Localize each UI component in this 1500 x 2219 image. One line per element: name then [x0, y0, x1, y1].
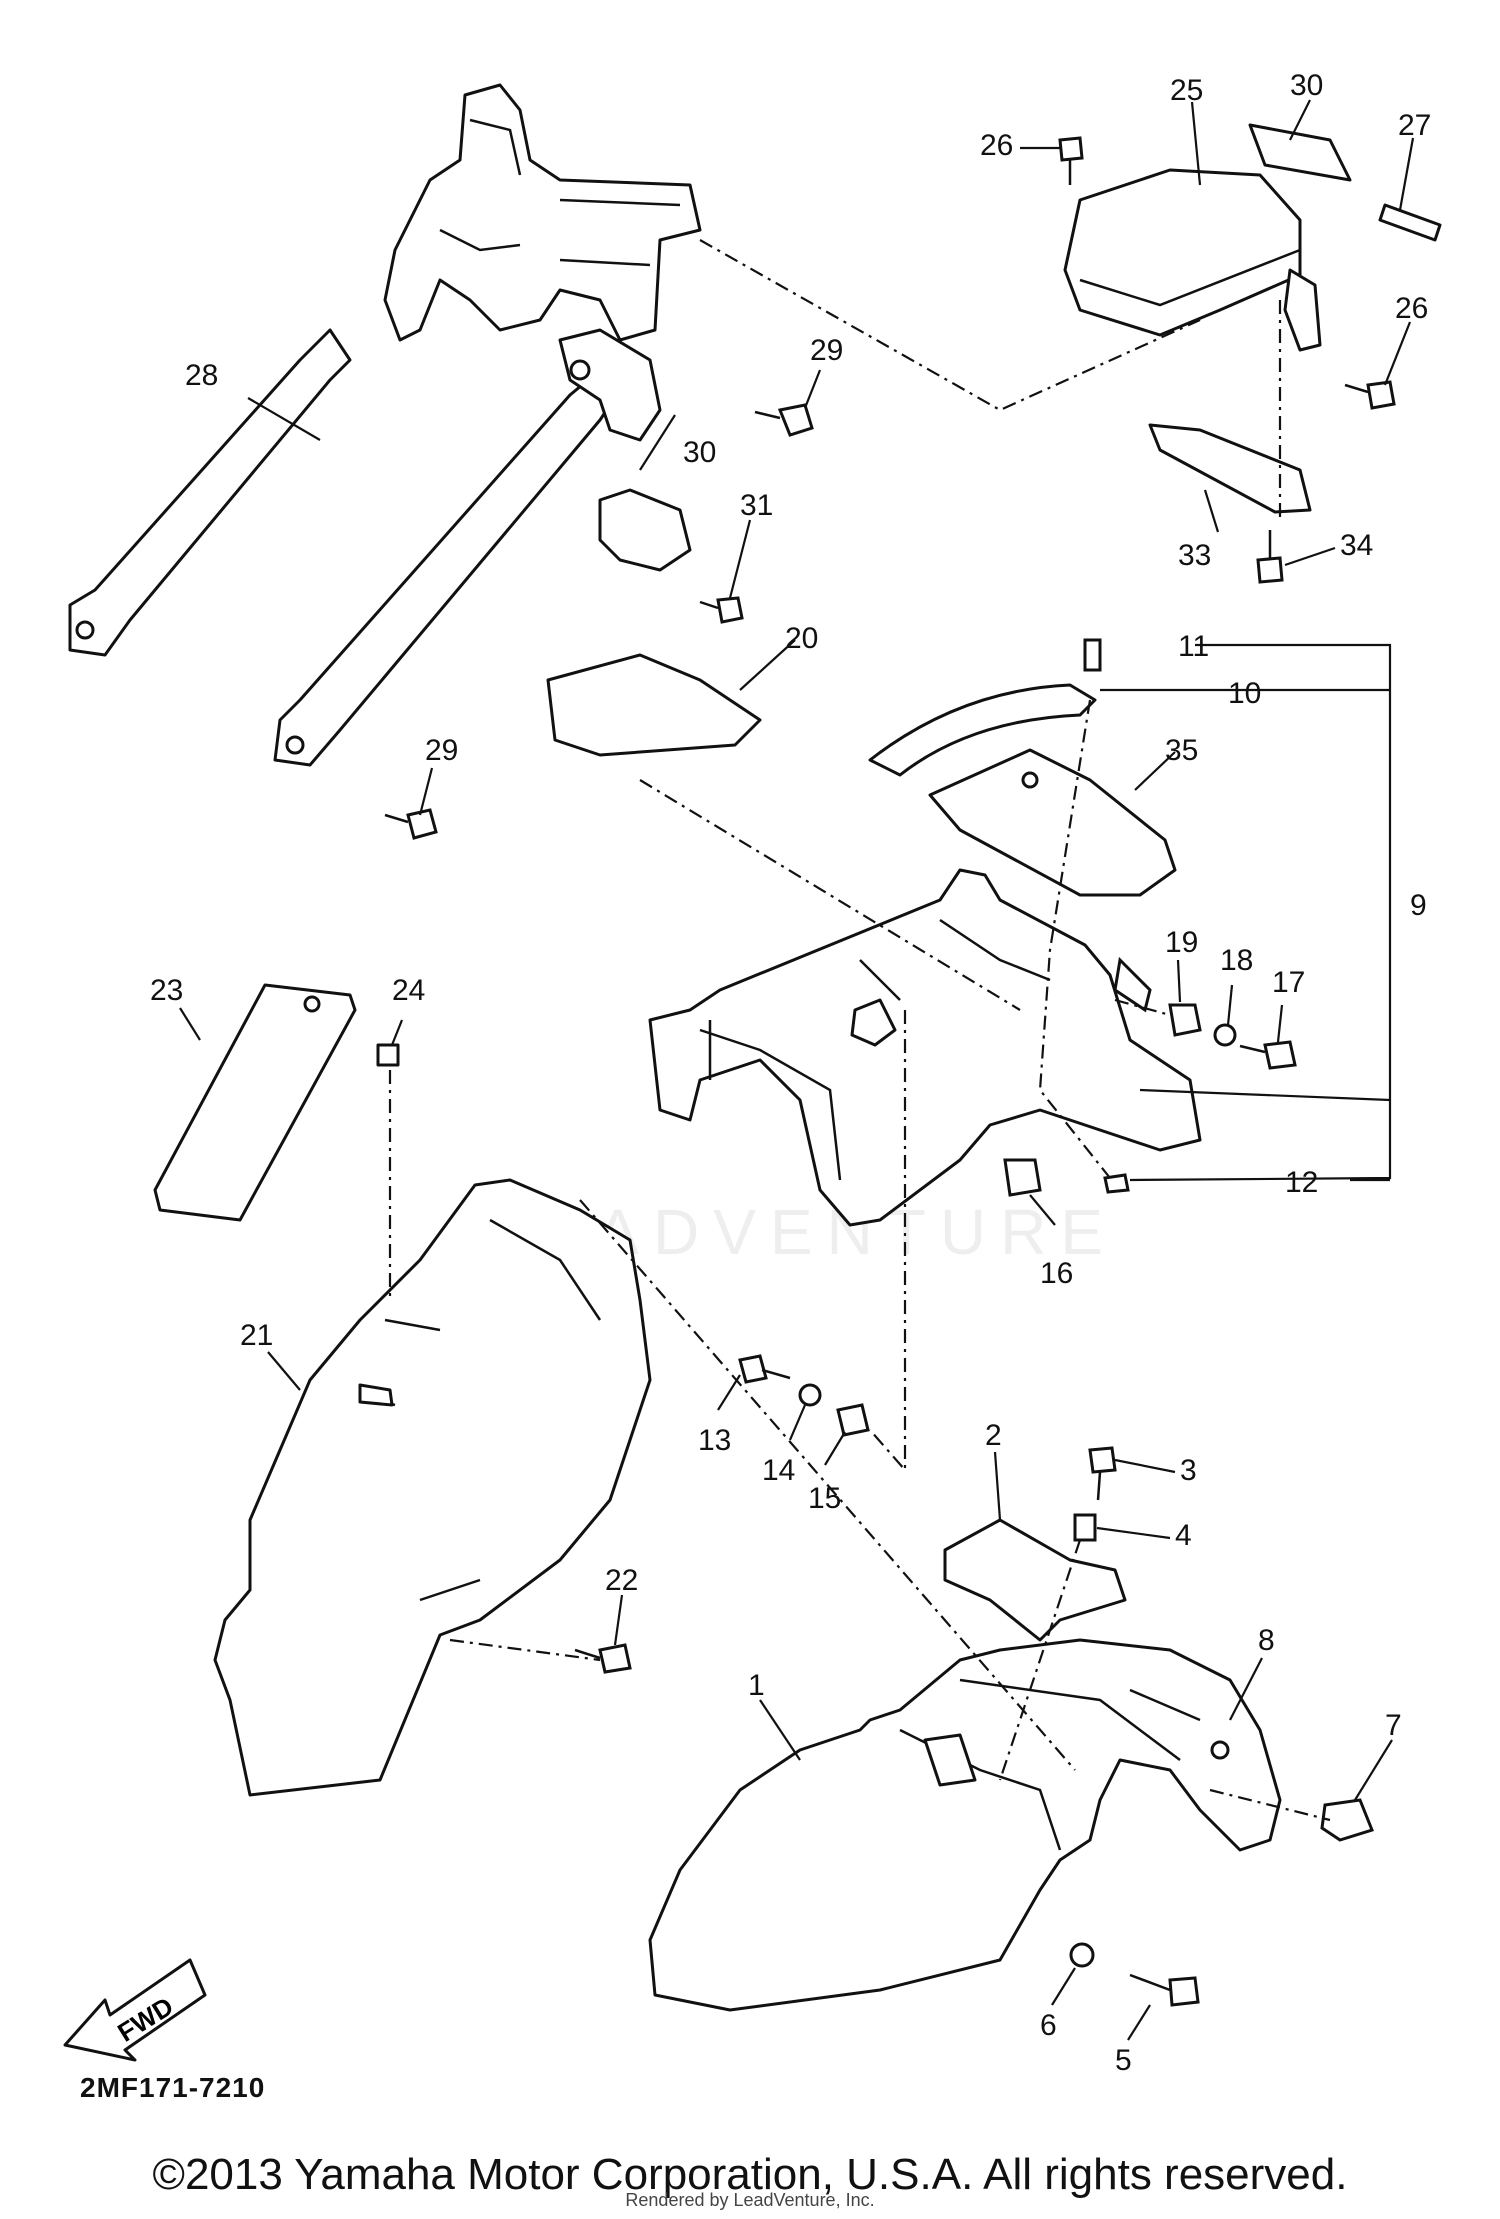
front-fender-bracket-2 — [943, 1518, 1127, 1642]
callout-10: 10 — [1228, 677, 1261, 710]
callout-32: 30 — [1290, 69, 1323, 102]
callout-4: 4 — [1175, 1519, 1192, 1552]
callout-16: 16 — [1040, 1257, 1073, 1290]
callout-9: 9 — [1410, 889, 1427, 922]
screw-7 — [1320, 1798, 1374, 1842]
diagram-code: 2MF171-7210 — [80, 2072, 266, 2103]
exploded-parts-diagram: 25 30 27 26 26 28 29 30 31 33 34 20 11 1… — [63, 69, 1442, 2077]
callout-numbers: 25 30 27 26 26 28 29 30 31 33 34 20 11 1… — [150, 69, 1431, 2077]
callout-20: 20 — [785, 622, 818, 655]
callout-11: 11 — [1178, 630, 1209, 663]
callout-28: 28 — [185, 359, 218, 392]
callout-33: 33 — [1178, 539, 1211, 572]
bolt-34 — [1256, 530, 1284, 584]
rear-fender-9 — [648, 868, 1202, 1227]
callout-6: 6 — [1040, 2009, 1057, 2042]
callout-7: 7 — [1385, 1709, 1402, 1742]
grommet-12 — [1103, 1173, 1130, 1194]
bolt-5 — [1129, 1973, 1200, 2007]
seat-frame-assembly — [68, 83, 702, 767]
callout-27: 27 — [1398, 109, 1431, 142]
bolt-26-right — [1344, 380, 1396, 410]
callout-15: 15 — [808, 1482, 841, 1515]
strap-10 — [868, 638, 1102, 777]
callout-22: 22 — [605, 1564, 638, 1597]
assembly-lines — [388, 239, 1331, 1822]
callout-14: 14 — [762, 1454, 795, 1487]
bolt-29-upper — [754, 403, 814, 437]
callout-1: 1 — [748, 1669, 765, 1702]
callout-21: 21 — [240, 1319, 273, 1352]
washer-18 — [1213, 1023, 1237, 1047]
inner-fender-21 — [213, 1178, 652, 1797]
bolt-13 — [738, 1354, 791, 1384]
callout-3: 3 — [1180, 1454, 1197, 1487]
rendered-by-notice: Rendered by LeadVenture, Inc. — [625, 2190, 875, 2210]
callout-26-top: 26 — [980, 129, 1013, 162]
bolt-17 — [1239, 1040, 1297, 1070]
callout-25: 25 — [1170, 74, 1203, 107]
forward-arrow-icon: FWD — [63, 1958, 207, 2062]
nut-16 — [1003, 1158, 1042, 1197]
collar-4 — [1073, 1513, 1097, 1542]
nut-19 — [1168, 1003, 1202, 1037]
callout-35: 35 — [1165, 734, 1198, 767]
callout-13: 13 — [698, 1424, 731, 1457]
pouch-35 — [928, 748, 1177, 897]
front-fender-1 — [648, 1638, 1282, 2012]
callout-30: 30 — [683, 436, 716, 469]
washer-6 — [1069, 1942, 1095, 1968]
callout-8: 8 — [1258, 1624, 1275, 1657]
nut-15 — [836, 1403, 870, 1437]
callout-17: 17 — [1272, 966, 1305, 999]
tail-cover-assembly — [1063, 123, 1442, 514]
callout-5: 5 — [1115, 2044, 1132, 2077]
callout-31: 31 — [740, 489, 773, 522]
seat-pad-20 — [546, 653, 762, 757]
bolt-31 — [699, 596, 744, 624]
callout-18: 18 — [1220, 944, 1253, 977]
callout-34: 34 — [1340, 529, 1373, 562]
reflector-24 — [376, 1043, 400, 1067]
callout-29-lower: 29 — [425, 734, 458, 767]
bolt-22 — [574, 1643, 632, 1674]
callout-2: 2 — [985, 1419, 1002, 1452]
bolt-3 — [1088, 1446, 1117, 1501]
callout-26-right: 26 — [1395, 292, 1428, 325]
callout-24: 24 — [392, 974, 425, 1007]
callout-29-upper: 29 — [810, 334, 843, 367]
plate-bracket-23 — [153, 983, 357, 1222]
bolt-29-lower — [384, 808, 438, 840]
callout-19: 19 — [1165, 926, 1198, 959]
bolt-26-top — [1058, 136, 1084, 185]
washer-14 — [798, 1383, 822, 1407]
callout-12: 12 — [1285, 1166, 1318, 1199]
leader-lines — [179, 99, 1415, 2041]
callout-23: 23 — [150, 974, 183, 1007]
copyright-notice: ©2013 Yamaha Motor Corporation, U.S.A. A… — [152, 2150, 1348, 2199]
